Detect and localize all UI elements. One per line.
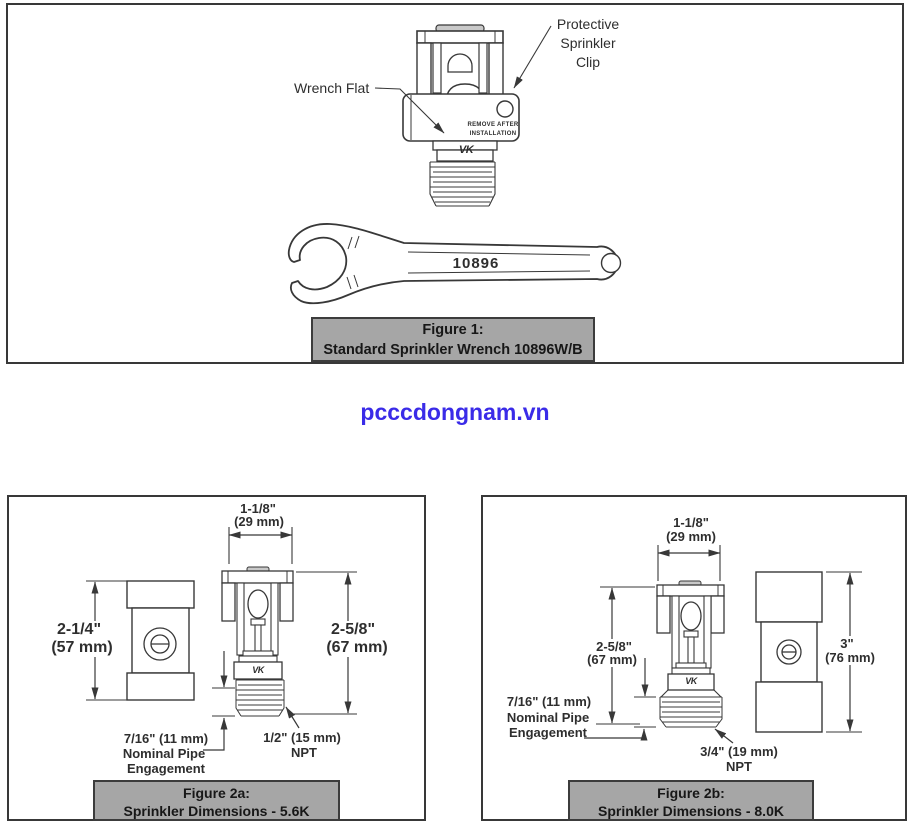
- figure2b-caption-line2: Sprinkler Dimensions - 8.0K: [598, 803, 784, 819]
- brand-mark-fig2a: VK: [252, 665, 264, 675]
- dim-2b-npt-size: 3/4" (19 mm): [700, 744, 778, 759]
- dim-2a-overall-height-inches: 2-5/8": [327, 621, 379, 639]
- dim-2a-width-mm: (29 mm): [234, 514, 284, 529]
- protective-cover-drawing: [755, 571, 823, 733]
- figure2a-caption-line1: Figure 2a:: [183, 785, 250, 801]
- clip-callout-line1: Protective: [556, 16, 620, 32]
- sprinkler-front-view-2b: [656, 580, 725, 728]
- dim-2b-cover-height-inches: 3": [837, 636, 857, 651]
- dim-2a-engagement-line3: Engagement: [126, 761, 206, 776]
- dim-2b-engagement-line2: Nominal Pipe: [506, 710, 590, 725]
- figure2b-caption-line1: Figure 2b:: [657, 785, 725, 801]
- clip-callout-line3: Clip: [575, 54, 601, 70]
- sprinkler-front-view-2a: [221, 566, 294, 717]
- dim-2a-cover-height-mm: (57 mm): [48, 639, 116, 657]
- protective-clip-callout: Protective Sprinkler Clip: [557, 15, 619, 72]
- clip-leader: [513, 25, 552, 89]
- dim-2a-engagement-line1: 7/16" (11 mm): [123, 731, 209, 746]
- wrench-number: 10896: [452, 255, 500, 272]
- clip-stamp-line2: INSTALLATION: [469, 131, 517, 137]
- dim-2b-cover-height-mm: (76 mm): [822, 650, 878, 665]
- figure1-caption-line2: Standard Sprinkler Wrench 10896W/B: [323, 342, 583, 358]
- clip-callout-line2: Sprinkler: [560, 35, 616, 51]
- threads-2b: [659, 696, 723, 728]
- figure2b-caption: Figure 2b: Sprinkler Dimensions - 8.0K: [568, 780, 814, 821]
- dim-2b-npt-label: NPT: [726, 759, 752, 774]
- brand-mark-fig1: VK: [458, 144, 474, 156]
- dim-2b-engagement-line3: Engagement: [508, 725, 588, 740]
- dimension-lines-2a: [86, 527, 357, 751]
- figure2a-caption: Figure 2a: Sprinkler Dimensions - 5.6K: [93, 780, 340, 821]
- clip-stamp-line1: REMOVE AFTER: [467, 122, 519, 128]
- dim-2a-cover-height-inches: 2-1/4": [53, 621, 105, 639]
- figure1-frame: [6, 3, 904, 364]
- dim-2a-npt-label: NPT: [291, 745, 317, 760]
- brand-mark-fig2b: VK: [685, 676, 697, 686]
- threads: [429, 161, 496, 207]
- dim-2a-overall-height-mm: (67 mm): [323, 639, 391, 657]
- escutcheon-drawing: [126, 580, 195, 701]
- figure2a-art: [86, 527, 357, 751]
- dim-2b-width-inches: 1-1/8": [673, 515, 709, 530]
- figure1-caption: Figure 1: Standard Sprinkler Wrench 1089…: [311, 317, 595, 362]
- dim-2a-width-inches: 1-1/8": [240, 501, 276, 516]
- sprinkler-wrench-drawing: [287, 223, 622, 305]
- dimension-lines-2b: [584, 545, 862, 744]
- sprinkler-side-view: [374, 24, 552, 207]
- figure2b-art: [584, 545, 862, 744]
- watermark-text: pcccdongnam.vn: [360, 399, 550, 425]
- wrench-flat-label: Wrench Flat: [294, 80, 370, 96]
- threads-2a: [235, 679, 285, 717]
- wrench-flat-leader: [374, 87, 445, 134]
- figure2a-caption-line2: Sprinkler Dimensions - 5.6K: [123, 803, 310, 819]
- dim-2b-overall-height-mm: (67 mm): [584, 652, 640, 667]
- dim-2a-npt-size: 1/2" (15 mm): [263, 730, 341, 745]
- dim-2b-engagement-line1: 7/16" (11 mm): [506, 694, 592, 709]
- dim-2a-engagement-line2: Nominal Pipe: [122, 746, 206, 761]
- figure1-caption-line1: Figure 1:: [422, 322, 484, 338]
- dim-2b-width-mm: (29 mm): [666, 529, 716, 544]
